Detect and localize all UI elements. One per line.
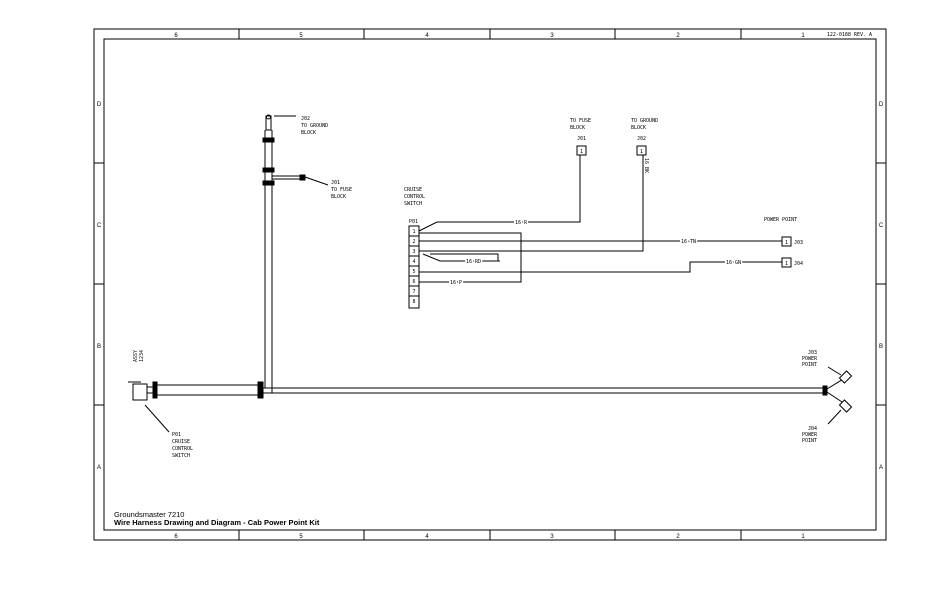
inner-border [103, 38, 877, 531]
zone-row-left-D: D [97, 102, 102, 108]
j03-ref: J03 [808, 350, 817, 356]
wire-loop-label: 16 RD [466, 259, 481, 265]
power-pin-j04: J04 [794, 261, 803, 267]
fuse-pin-label: J01 [577, 136, 586, 142]
zone-row-left-C: C [97, 223, 102, 229]
outer-border [93, 28, 887, 541]
zone-col-top-5: 5 [299, 33, 303, 39]
switch-label-line1: CRUISE [404, 187, 422, 193]
schematic-lines [408, 145, 792, 309]
power-pin-j03: J03 [794, 240, 803, 246]
zone-col-bottom-4: 4 [425, 534, 429, 540]
j04-line2: POWER [802, 432, 818, 438]
j02-line3: BLOCK [301, 130, 316, 136]
p01-ref: P01 [172, 432, 181, 438]
drawing-number: 122-0188 REV. A [827, 32, 872, 38]
switch-pin-6: 6 [412, 279, 415, 285]
zone-dividers [94, 29, 886, 540]
zone-row-left-A: A [97, 465, 101, 471]
power-point-title: POWER POINT [764, 217, 797, 223]
j03-plug-pin: 1 [785, 240, 788, 246]
switch-pin-2: 2 [412, 239, 415, 245]
zone-row-right-D: D [879, 102, 884, 108]
fuse-block-line2: BLOCK [570, 125, 585, 131]
wire-power-feed-label: 16 TN [681, 239, 696, 245]
fuse-plug-pin: 1 [580, 149, 583, 155]
j01-line3: BLOCK [331, 194, 346, 200]
wire-return-label: 16 P [450, 280, 462, 286]
harness-labels: J02 TO GROUND BLOCK J01 TO FUSE BLOCK P0… [133, 116, 818, 459]
zone-col-bottom-5: 5 [299, 534, 303, 540]
zone-col-top-1: 1 [801, 33, 805, 39]
j04-line3: POINT [802, 438, 817, 444]
wire-fuse-label: 16 R [515, 220, 528, 226]
title-product: Groundsmaster 7210 [114, 510, 184, 519]
zone-col-top-6: 6 [174, 33, 178, 39]
switch-pin-8: 8 [412, 299, 415, 305]
zone-row-right-B: B [879, 344, 883, 350]
zone-row-left-B: B [97, 344, 101, 350]
harness-drawing [128, 114, 853, 433]
p01-line3: CONTROL [172, 446, 193, 452]
assembly-legend-line2: 1234 [139, 350, 145, 362]
switch-pin-1: 1 [412, 229, 415, 235]
zone-col-top-4: 4 [425, 33, 429, 39]
schematic-labels: TO FUSE BLOCK J01 1 TO GROUND BLOCK J02 … [404, 118, 803, 305]
zone-row-right-C: C [879, 223, 884, 229]
fuse-block-line1: TO FUSE [570, 118, 591, 124]
j01-line2: TO FUSE [331, 187, 352, 193]
wire-ground-label: 16 BK [643, 158, 649, 173]
zone-col-top-3: 3 [550, 33, 554, 39]
switch-pin-4: 4 [412, 259, 415, 265]
switch-ref: P01 [409, 219, 418, 225]
j03-line2: POWER [802, 356, 818, 362]
j02-line2: TO GROUND [301, 123, 328, 129]
j01-ref: J01 [331, 180, 340, 186]
zone-row-right-A: A [879, 465, 883, 471]
zone-col-top-2: 2 [676, 33, 680, 39]
zone-col-bottom-1: 1 [801, 534, 805, 540]
zone-col-bottom-6: 6 [174, 534, 178, 540]
ground-pin-label: J02 [637, 136, 646, 142]
switch-pin-3: 3 [412, 249, 415, 255]
assembly-legend-line1: ASSY [133, 350, 139, 362]
wire-out2-label: 16 GN [726, 260, 741, 266]
ground-block-line2: BLOCK [631, 125, 646, 131]
ground-block-line1: TO GROUND [631, 118, 658, 124]
j02-ref: J02 [301, 116, 310, 122]
zone-col-bottom-3: 3 [550, 534, 554, 540]
switch-label-line2: CONTROL [404, 194, 425, 200]
p01-line2: CRUISE [172, 439, 190, 445]
zone-col-bottom-2: 2 [676, 534, 680, 540]
j04-ref: J04 [808, 426, 817, 432]
switch-pin-5: 5 [412, 269, 415, 275]
j03-line3: POINT [802, 362, 817, 368]
p01-line4: SWITCH [172, 453, 190, 459]
assembly-legend: ASSY 1234 [133, 350, 145, 362]
title-drawing: Wire Harness Drawing and Diagram - Cab P… [114, 518, 320, 527]
switch-pin-7: 7 [412, 289, 415, 295]
ground-plug-pin: 1 [640, 149, 643, 155]
switch-label-line3: SWITCH [404, 201, 422, 207]
j04-plug-pin: 1 [785, 261, 788, 267]
